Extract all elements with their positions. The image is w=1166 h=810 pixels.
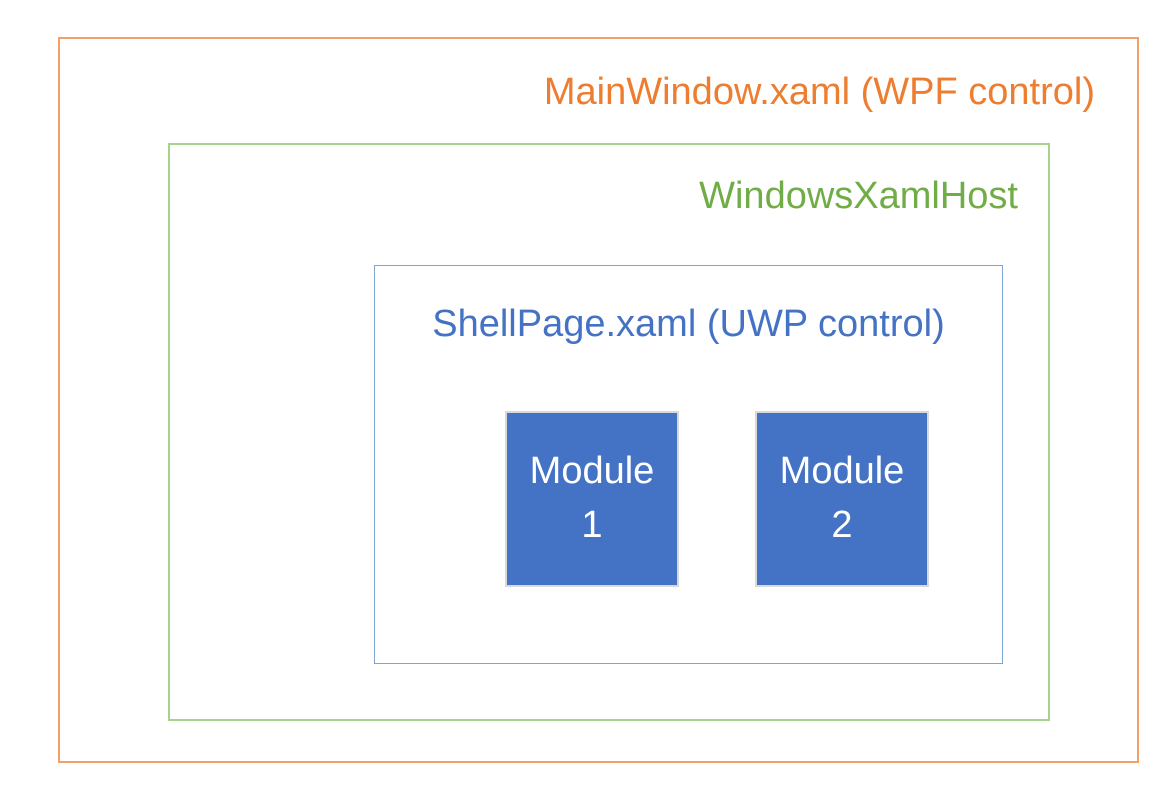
mainwindow-box: MainWindow.xaml (WPF control) WindowsXam… <box>58 37 1139 763</box>
windowsxamlhost-label: WindowsXamlHost <box>699 175 1018 217</box>
module-1-box: Module 1 <box>505 411 679 587</box>
module-2-label-line1: Module <box>779 450 905 493</box>
mainwindow-label: MainWindow.xaml (WPF control) <box>543 71 1095 113</box>
module-1-label-line1: Module <box>529 450 655 493</box>
shellpage-label: ShellPage.xaml (UWP control) <box>432 303 945 345</box>
module-1-label-line2: 1 <box>581 504 603 546</box>
windowsxamlhost-box: WindowsXamlHost ShellPage.xaml (UWP cont… <box>168 143 1050 721</box>
module-2-label-line2: 2 <box>831 504 853 546</box>
module-2-box: Module 2 <box>755 411 929 587</box>
shellpage-box: ShellPage.xaml (UWP control) Module 1 Mo… <box>374 265 1003 664</box>
